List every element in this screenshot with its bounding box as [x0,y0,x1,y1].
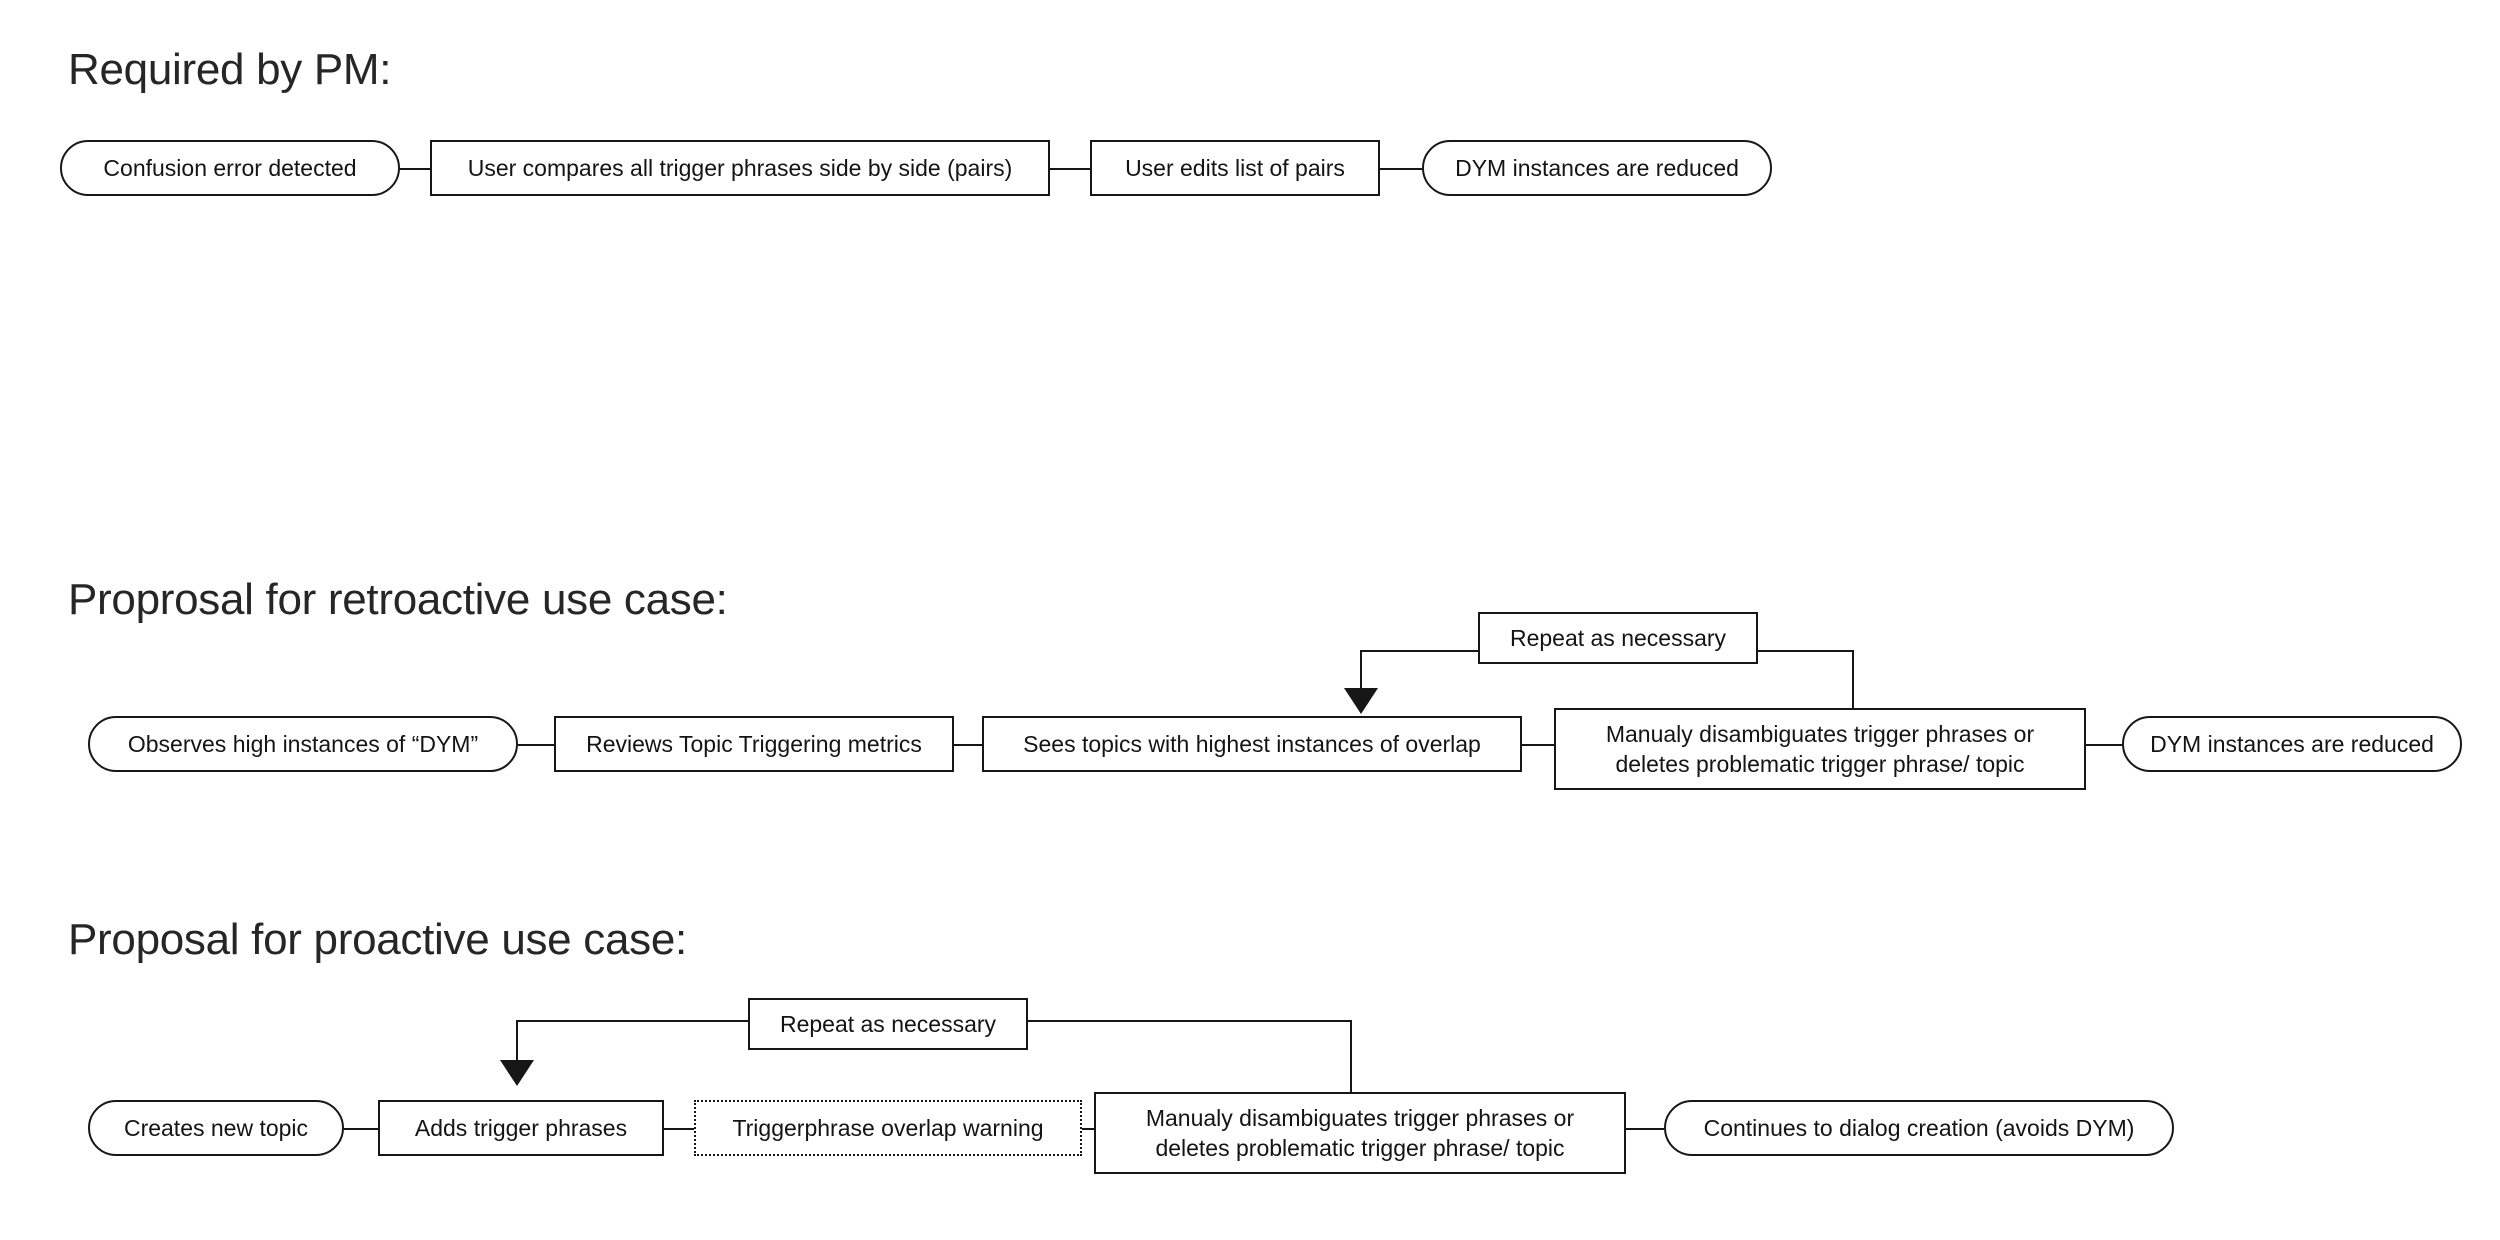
connector-r2-loop-right-h [1758,650,1852,652]
connector-r2-a [518,744,554,746]
section-heading-retroactive: Proprosal for retroactive use case: [68,575,728,624]
connector-r3-a [344,1128,378,1130]
connector-r2-d [2086,744,2122,746]
node-repeat-as-necessary-retroactive[interactable]: Repeat as necessary [1478,612,1758,664]
node-dym-instances-reduced-retroactive[interactable]: DYM instances are reduced [2122,716,2462,772]
node-label: Confusion error detected [103,154,357,181]
node-label: Triggerphrase overlap warning [732,1114,1044,1141]
connector-r2-b [954,744,982,746]
node-label: Manualy disambiguates trigger phrases or… [1605,720,2035,777]
connector-r2-loop-right-v [1852,650,1854,710]
node-reviews-topic-triggering-metrics[interactable]: Reviews Topic Triggering metrics [554,716,954,772]
node-user-edits-list-of-pairs[interactable]: User edits list of pairs [1090,140,1380,196]
node-label: Sees topics with highest instances of ov… [1023,730,1481,757]
connector-r1-c [1380,168,1422,170]
arrow-r2-loop-into-sees [1344,688,1378,714]
node-label: User edits list of pairs [1125,154,1345,181]
connector-r1-a [400,168,430,170]
node-label: DYM instances are reduced [1455,154,1739,181]
node-label: Repeat as necessary [1509,624,1727,651]
node-sees-topics-highest-overlap[interactable]: Sees topics with highest instances of ov… [982,716,1522,772]
node-confusion-error-detected[interactable]: Confusion error detected [60,140,400,196]
node-manually-disambiguates-retroactive[interactable]: Manualy disambiguates trigger phrases or… [1554,708,2086,790]
connector-r2-loop-left-v [1360,650,1362,692]
connector-r2-c [1522,744,1554,746]
node-manually-disambiguates-proactive[interactable]: Manualy disambiguates trigger phrases or… [1094,1092,1626,1174]
node-label: Observes high instances of “DYM” [127,730,479,757]
section-heading-proactive: Proposal for proactive use case: [68,915,687,964]
node-label: Reviews Topic Triggering metrics [586,730,922,757]
connector-r3-loop-right-v [1350,1020,1352,1094]
node-continues-to-dialog-creation[interactable]: Continues to dialog creation (avoids DYM… [1664,1100,2174,1156]
node-label: Creates new topic [123,1114,309,1141]
node-repeat-as-necessary-proactive[interactable]: Repeat as necessary [748,998,1028,1050]
connector-r3-loop-left-v [516,1020,518,1064]
connector-r2-loop-left-h [1360,650,1478,652]
connector-r3-d [1626,1128,1664,1130]
node-label: Manualy disambiguates trigger phrases or… [1145,1104,1575,1161]
node-label: Repeat as necessary [779,1010,997,1037]
node-label: Continues to dialog creation (avoids DYM… [1703,1114,2135,1141]
node-triggerphrase-overlap-warning[interactable]: Triggerphrase overlap warning [694,1100,1082,1156]
arrow-r3-loop-into-add [500,1060,534,1086]
connector-r3-loop-right-h [1028,1020,1350,1022]
section-heading-required: Required by PM: [68,45,392,94]
node-label: User compares all trigger phrases side b… [467,154,1013,181]
connector-r3-loop-left-h [516,1020,748,1022]
node-user-compares-trigger-phrases[interactable]: User compares all trigger phrases side b… [430,140,1050,196]
connector-r1-b [1050,168,1090,170]
node-creates-new-topic[interactable]: Creates new topic [88,1100,344,1156]
connector-r3-b [664,1128,694,1130]
node-observes-high-instances-dym[interactable]: Observes high instances of “DYM” [88,716,518,772]
node-label: DYM instances are reduced [2150,730,2434,757]
node-adds-trigger-phrases[interactable]: Adds trigger phrases [378,1100,664,1156]
node-dym-instances-reduced-required[interactable]: DYM instances are reduced [1422,140,1772,196]
node-label: Adds trigger phrases [414,1114,628,1141]
